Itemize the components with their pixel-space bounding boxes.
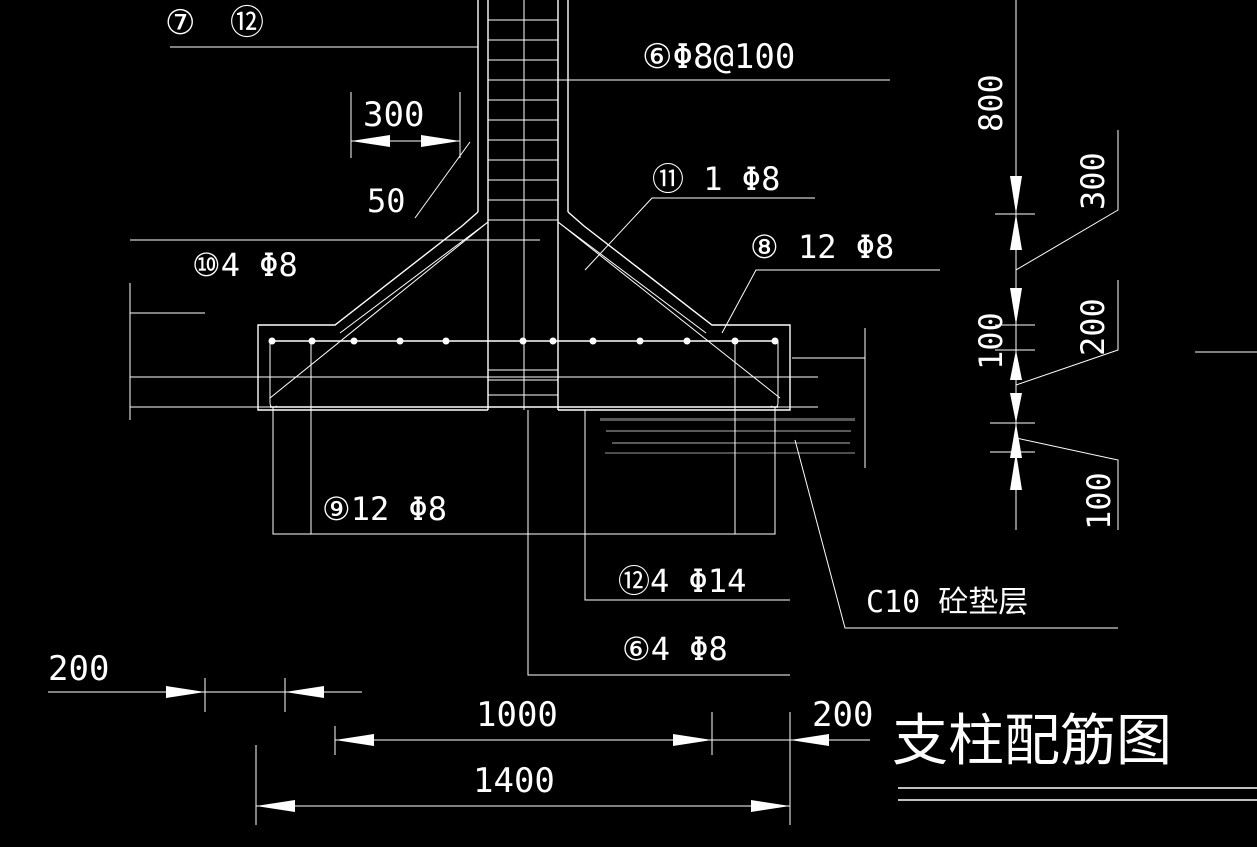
labels: ⑦ ⑫ ⑥Φ8@100 ⑪ 1 Φ8 ⑩4 Φ8 ⑧ 12 Φ8 ⑨12 Φ8 … (48, 3, 1172, 801)
dim-1000: 1000 (476, 695, 558, 735)
dim-200-bottom-right: 200 (812, 695, 873, 735)
label-rebar-8: ⑧ 12 Φ8 (750, 228, 894, 266)
dim-200-left: 200 (48, 649, 109, 689)
label-rebar-12: ⑫4 Φ14 (618, 562, 746, 600)
label-rebar-10: ⑩4 Φ8 (192, 246, 298, 284)
dimensions (48, 0, 1257, 825)
drawing-title: 支柱配筋图 (892, 709, 1172, 774)
label-rebar-7: ⑦ (165, 3, 195, 43)
dim-800: 800 (972, 74, 1010, 132)
label-cushion: C10 砼垫层 (866, 585, 1028, 620)
dim-300-top: 300 (363, 95, 424, 135)
label-rebar-6: ⑥4 Φ8 (622, 630, 728, 668)
label-stirrup-6: ⑥Φ8@100 (642, 37, 795, 77)
dim-100-bottom: 100 (1080, 472, 1118, 530)
label-rebar-12-top: ⑫ (230, 3, 264, 43)
column (477, 0, 569, 410)
dim-200-right: 200 (1074, 298, 1112, 356)
footing (129, 211, 866, 535)
dim-1400: 1400 (473, 761, 555, 801)
dim-300-right: 300 (1074, 152, 1112, 210)
label-rebar-11: ⑪ 1 Φ8 (652, 160, 780, 198)
cushion-hatch (600, 418, 855, 454)
leaders (130, 46, 1118, 676)
rebar-dots (268, 337, 779, 345)
dim-100-mid: 100 (972, 312, 1010, 370)
dim-50: 50 (367, 182, 406, 220)
label-rebar-9: ⑨12 Φ8 (322, 490, 447, 528)
column-stirrups (488, 19, 558, 396)
